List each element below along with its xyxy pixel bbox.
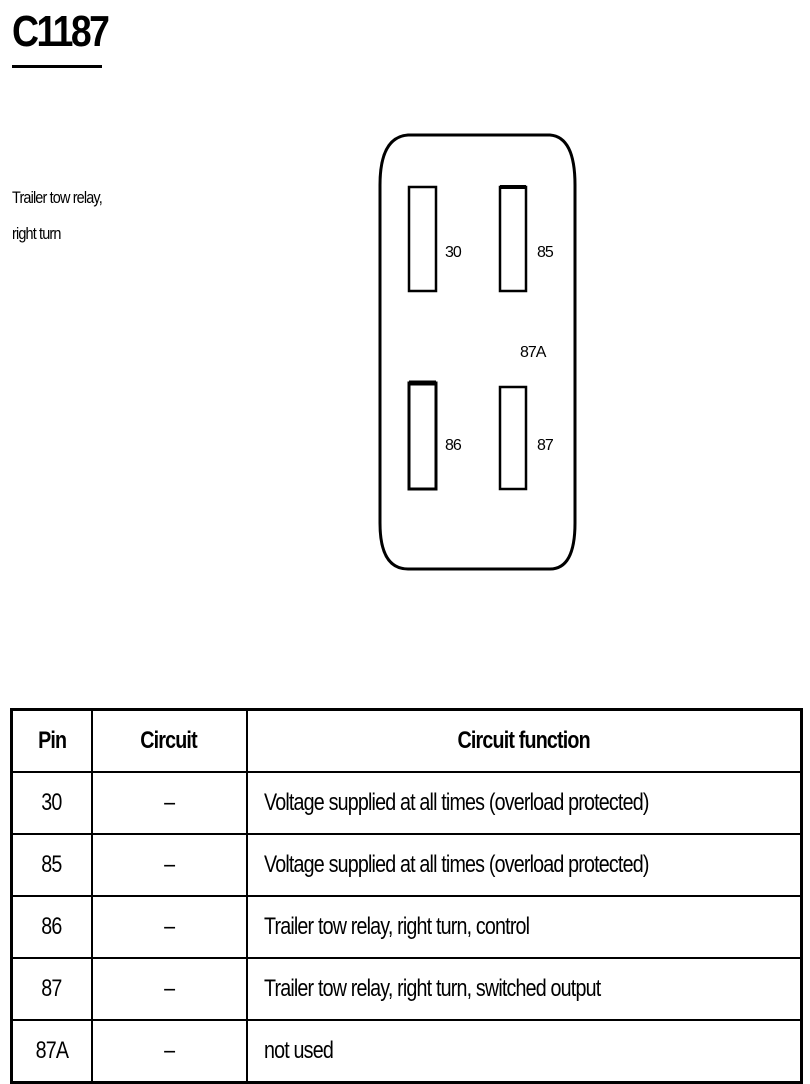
pin-label-86: 86 <box>445 437 462 454</box>
cell-circuit-function: Trailer tow relay, right turn, switched … <box>245 957 803 1021</box>
cell-circuit: – <box>90 957 248 1021</box>
relay-connector-diagram: 30 85 87A 86 87 <box>378 133 577 571</box>
header-pin: Pin <box>10 708 93 773</box>
header-circuit-function: Circuit function <box>245 708 803 773</box>
pin-terminal-30 <box>407 185 438 293</box>
cell-circuit-function: Voltage supplied at all times (overload … <box>245 771 803 835</box>
header-circuit: Circuit <box>90 708 248 773</box>
pin-terminal-87 <box>498 385 528 491</box>
cell-circuit: – <box>90 771 248 835</box>
cell-circuit: – <box>90 833 248 897</box>
table-row: 85 – Voltage supplied at all times (over… <box>10 833 803 897</box>
connector-outline <box>378 133 577 571</box>
cell-pin: 87 <box>10 957 93 1021</box>
cell-circuit: – <box>90 895 248 959</box>
cell-circuit-function: Trailer tow relay, right turn, control <box>245 895 803 959</box>
cell-circuit: – <box>90 1019 248 1084</box>
table-row: 87 – Trailer tow relay, right turn, swit… <box>10 957 803 1021</box>
pin-label-85: 85 <box>537 244 554 261</box>
cell-circuit-function: Voltage supplied at all times (overload … <box>245 833 803 897</box>
title-underline <box>12 65 102 68</box>
cell-pin: 86 <box>10 895 93 959</box>
table-row: 30 – Voltage supplied at all times (over… <box>10 771 803 835</box>
cell-circuit-function: not used <box>245 1019 803 1084</box>
table-header-row: Pin Circuit Circuit function <box>10 708 803 773</box>
cell-pin: 87A <box>10 1019 93 1084</box>
pin-table: Pin Circuit Circuit function 30 – Voltag… <box>10 708 803 1084</box>
cell-pin: 85 <box>10 833 93 897</box>
connector-description-line-1: Trailer tow relay, <box>12 188 103 207</box>
connector-id: C1187 <box>12 7 110 56</box>
pin-label-30: 30 <box>445 244 462 261</box>
pin-label-87a: 87A <box>520 344 547 361</box>
pin-terminal-85 <box>498 185 528 293</box>
table-row: 86 – Trailer tow relay, right turn, cont… <box>10 895 803 959</box>
pin-label-87: 87 <box>537 437 554 454</box>
pin-terminal-86 <box>407 381 438 491</box>
cell-pin: 30 <box>10 771 93 835</box>
table-row: 87A – not used <box>10 1019 803 1084</box>
connector-description-line-2: right turn <box>12 224 61 243</box>
